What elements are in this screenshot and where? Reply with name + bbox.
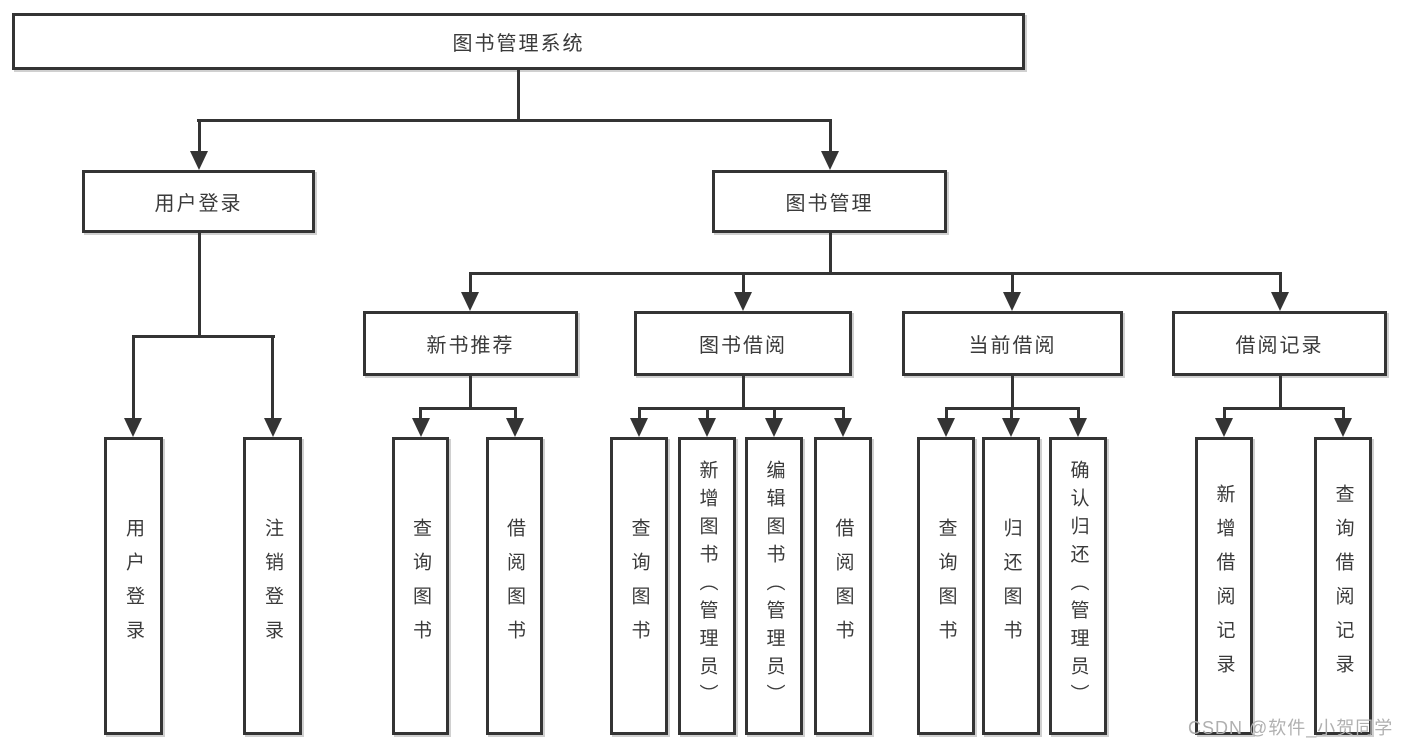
node-current-borrow: 当前借阅 xyxy=(902,311,1123,376)
connector-line xyxy=(1010,272,1014,296)
connector-line xyxy=(1009,407,1013,421)
connector-line xyxy=(637,407,641,421)
connector-line xyxy=(468,272,472,296)
node-query-books-1: 查询图书 xyxy=(392,437,449,735)
node-query-borrow-record: 查询借阅记录 xyxy=(1314,437,1372,735)
node-label: 图书管理系统 xyxy=(452,33,585,55)
connector-line xyxy=(131,335,135,422)
node-label: 图书借阅 xyxy=(699,335,787,357)
connector-line xyxy=(131,335,275,338)
node-label: 新增图书（管理员） xyxy=(696,460,718,712)
arrowhead xyxy=(765,418,783,437)
node-logout: 注销登录 xyxy=(243,437,302,735)
connector-line xyxy=(517,68,520,121)
connector-line xyxy=(1278,272,1282,296)
node-label: 用户登录 xyxy=(154,193,243,215)
node-label: 用户登录 xyxy=(123,518,144,654)
connector-line xyxy=(741,272,745,296)
node-label: 查询图书 xyxy=(410,518,431,654)
node-add-books-admin: 新增图书（管理员） xyxy=(678,437,736,735)
connector-line xyxy=(197,119,832,122)
node-label: 编辑图书（管理员） xyxy=(763,460,785,712)
node-return-books: 归还图书 xyxy=(982,437,1040,735)
node-user-login: 用户登录 xyxy=(82,170,315,233)
connector-line xyxy=(828,233,832,274)
connector-line xyxy=(419,407,517,410)
node-label: 借阅记录 xyxy=(1235,335,1324,357)
connector-line xyxy=(468,272,1282,275)
connector-line xyxy=(1010,376,1014,409)
connector-line xyxy=(772,407,776,421)
node-label: 新增借阅记录 xyxy=(1213,484,1235,688)
arrowhead xyxy=(734,292,752,311)
node-new-book-recommend: 新书推荐 xyxy=(363,311,578,376)
arrowhead xyxy=(1271,292,1289,311)
node-edit-books-admin: 编辑图书（管理员） xyxy=(745,437,803,735)
connector-line xyxy=(828,119,832,155)
connector-line xyxy=(197,119,201,155)
arrowhead xyxy=(937,418,955,437)
connector-line xyxy=(1222,407,1226,421)
connector-line xyxy=(271,335,274,422)
node-label: 图书管理 xyxy=(785,193,874,215)
connector-line xyxy=(197,233,201,337)
arrowhead xyxy=(1002,418,1020,437)
node-borrow-books-1: 借阅图书 xyxy=(486,437,543,735)
connector-line xyxy=(1222,407,1345,410)
arrowhead xyxy=(1215,418,1233,437)
node-label: 当前借阅 xyxy=(968,335,1057,357)
node-query-books-2: 查询图书 xyxy=(610,437,668,735)
node-borrow-books-2: 借阅图书 xyxy=(814,437,872,735)
node-label: 确认归还（管理员） xyxy=(1067,460,1089,712)
arrowhead xyxy=(263,418,282,437)
node-label: 查询借阅记录 xyxy=(1332,484,1354,688)
node-book-borrow: 图书借阅 xyxy=(634,311,852,376)
arrowhead xyxy=(124,418,142,437)
arrowhead xyxy=(190,151,208,170)
connector-line xyxy=(1341,407,1345,421)
arrowhead xyxy=(834,418,852,437)
arrowhead xyxy=(1003,292,1021,311)
connector-line xyxy=(841,407,845,421)
connector-line xyxy=(1076,407,1080,421)
arrowhead xyxy=(821,151,839,170)
arrowhead xyxy=(461,292,479,311)
connector-line xyxy=(741,376,745,409)
node-confirm-return-admin: 确认归还（管理员） xyxy=(1049,437,1107,735)
arrowhead xyxy=(630,418,648,437)
node-borrow-records: 借阅记录 xyxy=(1172,311,1387,376)
node-label: 借阅图书 xyxy=(832,518,854,654)
arrowhead xyxy=(411,418,430,437)
arrowhead xyxy=(698,418,716,437)
node-label: 新书推荐 xyxy=(426,335,515,357)
connector-line xyxy=(468,376,472,409)
arrowhead xyxy=(1069,418,1087,437)
node-label: 归还图书 xyxy=(1000,518,1022,654)
connector-line xyxy=(637,407,845,410)
connector-line xyxy=(513,407,517,421)
connector-line xyxy=(705,407,709,421)
node-query-books-3: 查询图书 xyxy=(917,437,975,735)
csdn-watermark: CSDN @软件_小贺同学 xyxy=(1188,718,1394,738)
node-user-login-leaf: 用户登录 xyxy=(104,437,163,735)
connector-line xyxy=(944,407,948,421)
node-label: 注销登录 xyxy=(262,518,283,654)
node-label: 查询图书 xyxy=(935,518,957,654)
node-add-borrow-record: 新增借阅记录 xyxy=(1195,437,1253,735)
node-label: 查询图书 xyxy=(628,518,650,654)
arrowhead xyxy=(506,418,524,437)
arrowhead xyxy=(1334,418,1352,437)
connector-line xyxy=(1278,376,1282,409)
node-book-management: 图书管理 xyxy=(712,170,947,233)
connector-line xyxy=(419,407,422,421)
node-label: 借阅图书 xyxy=(504,518,525,654)
node-root: 图书管理系统 xyxy=(12,13,1025,70)
